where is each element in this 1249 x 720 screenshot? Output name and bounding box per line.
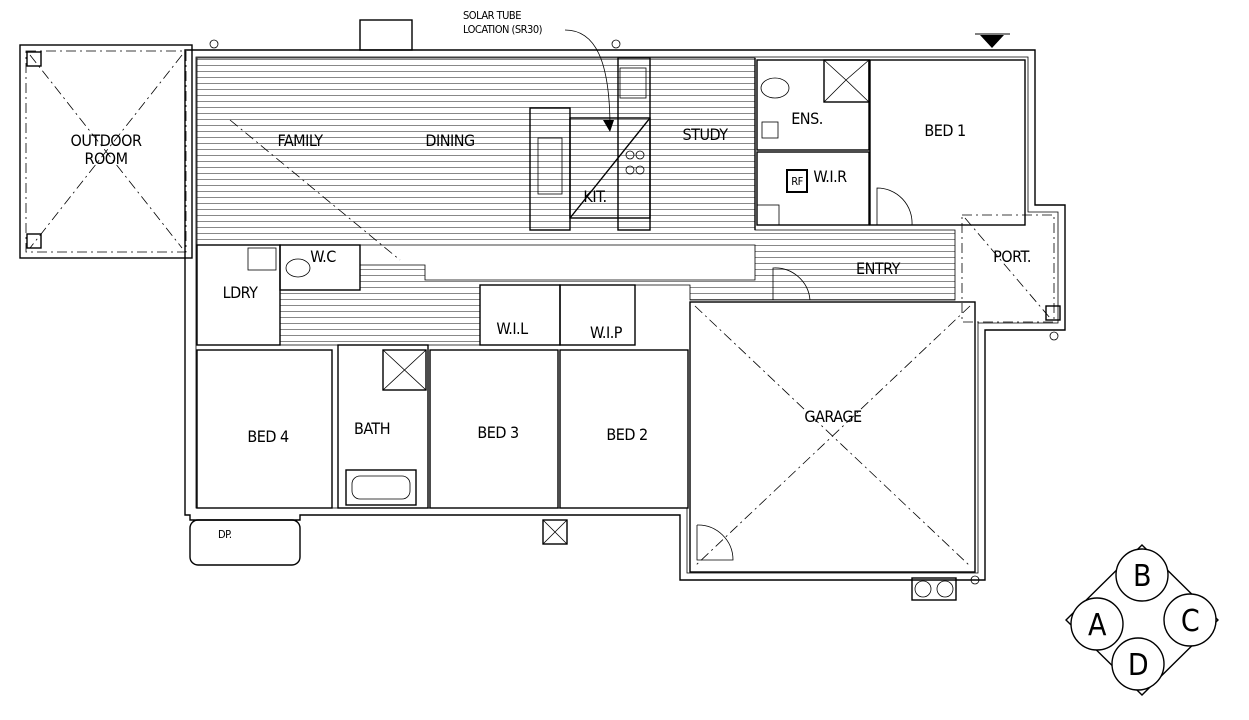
room-label-family: FAMILY (278, 131, 324, 150)
room-label-wil: W.I.L (496, 319, 528, 338)
room-label-garage: GARAGE (804, 407, 862, 426)
annotation-line1: SOLAR TUBE (463, 9, 521, 22)
room-label-ensuite: ENS. (791, 109, 823, 128)
room-label-outdoor-2: ROOM (84, 149, 127, 168)
master-suite: ENS. RF W.I.R BED 1 (756, 59, 1026, 226)
room-label-entry: ENTRY (856, 259, 901, 278)
room-label-wip: W.I.P (590, 323, 623, 342)
compass-d: D (1128, 648, 1148, 683)
room-label-porch: PORT. (993, 247, 1031, 266)
label-downpipe: DP. (218, 528, 232, 541)
rainwater-tank (189, 519, 301, 566)
room-label-dining: DINING (425, 131, 474, 150)
garage: GARAGE (689, 301, 976, 601)
room-label-kitchen: KIT. (583, 187, 606, 206)
outdoor-room: OUTDOOR ROOM (19, 44, 193, 259)
room-label-laundry: LDRY (223, 283, 259, 302)
room-label-study: STUDY (683, 125, 729, 144)
room-label-bed2: BED 2 (606, 425, 647, 444)
room-label-wc: W.C (310, 247, 336, 266)
room-label-bed1: BED 1 (924, 121, 965, 140)
compass-b: B (1133, 559, 1151, 594)
wet-areas: LDRY W.C (196, 244, 361, 346)
annotation-line2: LOCATION (SR30) (463, 23, 543, 36)
room-label-bath: BATH (354, 419, 390, 438)
bedrooms: BED 4 BATH BED 3 BED 2 (196, 344, 689, 545)
compass-c: C (1181, 604, 1199, 639)
porch: PORT. (961, 214, 1061, 323)
living-area: FAMILY DINING (196, 57, 956, 346)
room-label-outdoor: OUTDOOR (71, 131, 142, 150)
room-label-wir: W.I.R (813, 167, 847, 186)
room-label-bed3: BED 3 (477, 423, 519, 442)
kitchen: KIT. (529, 29, 651, 231)
compass-key: B A C D (1065, 544, 1219, 696)
label-rf: RF (791, 175, 803, 188)
compass-a: A (1088, 608, 1107, 643)
room-label-bed4: BED 4 (247, 427, 289, 446)
